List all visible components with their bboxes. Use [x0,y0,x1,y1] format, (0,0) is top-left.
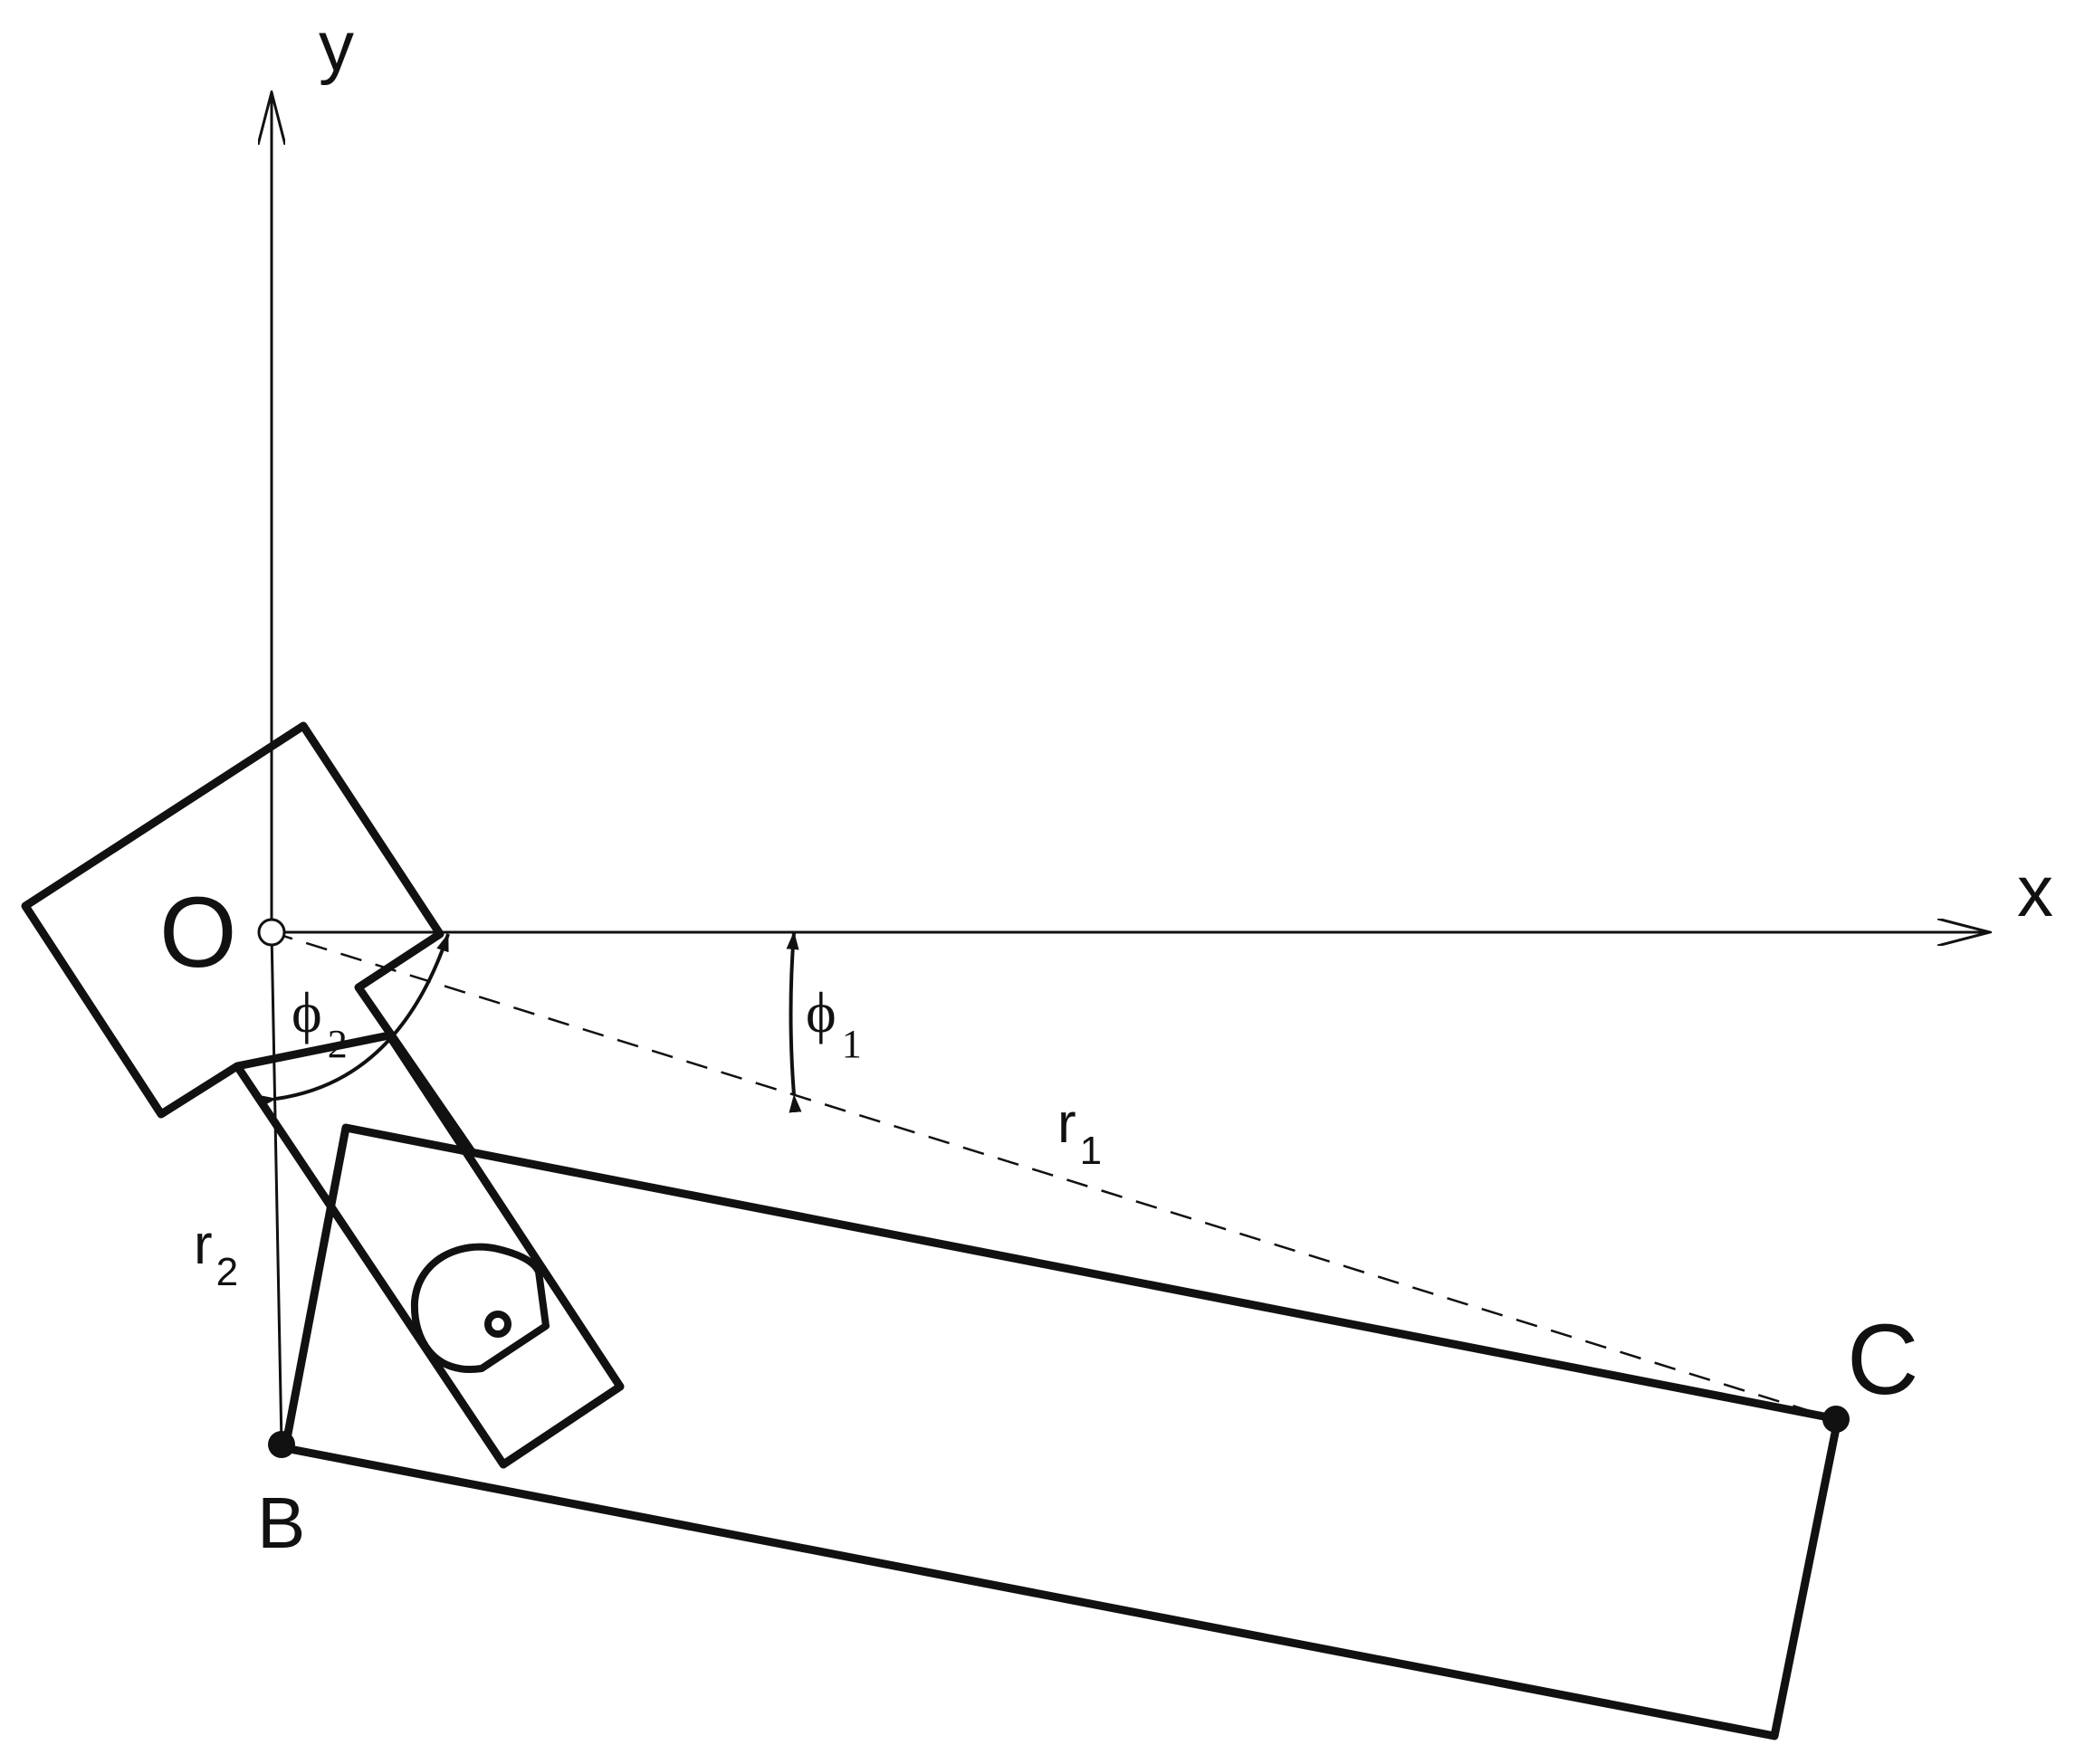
joint-inner-ring [484,1311,512,1338]
r1-line [271,930,1837,1421]
pivot-head-body [21,721,475,1155]
rectangular-body [281,1123,1842,1740]
r2-label: r2 [194,1214,238,1294]
joint-outer-ring [410,1243,550,1374]
point-c-label: C [1847,1304,1918,1416]
crank-arm [234,1033,625,1469]
point-b-label: B [257,1483,305,1563]
origin-label: O [159,877,237,988]
origin-marker [257,918,286,947]
r2-line [270,931,283,1445]
r1-label: r1 [1057,1092,1102,1173]
x-axis-label: x [2017,851,2053,931]
phi2-arc [258,933,450,1108]
point-c-dot [1822,1406,1850,1433]
y-axis-label: y [319,6,354,86]
point-b-dot [268,1431,295,1458]
phi1-arc [786,931,802,1113]
